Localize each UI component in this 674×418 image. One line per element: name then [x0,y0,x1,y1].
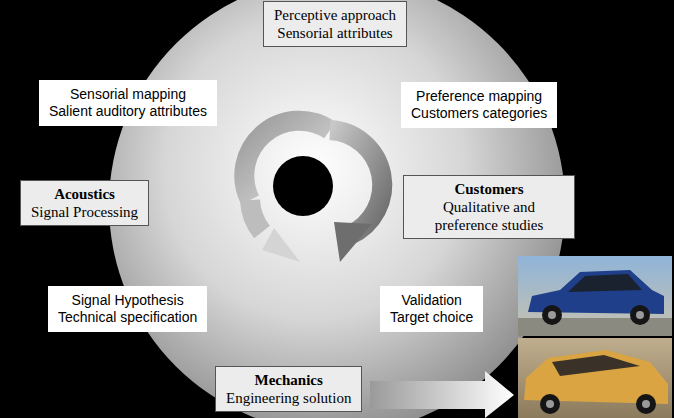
output-arrow [370,371,514,418]
signal-box: Signal HypothesisTechnical specification [48,286,207,332]
preference-box: Preference mappingCustomers categories [401,82,557,128]
acoustics-box: AcousticsSignal Processing [20,180,149,226]
customers-box: CustomersQualitative and preference stud… [403,175,575,239]
box-heading: Perceptive approach [274,6,396,24]
box-heading: Sensorial mapping [49,86,207,103]
box-text: Technical specification [58,309,197,326]
validation-box: ValidationTarget choice [380,286,483,332]
cycle-arrow [244,121,382,262]
perceptive-box: Perceptive approachSensorial attributes [263,1,407,47]
car-photo-yellow [518,338,672,418]
car-photo-blue [518,256,672,336]
box-text: Sensorial attributes [274,24,396,42]
box-heading: Preference mapping [411,88,547,105]
box-heading: Acoustics [31,185,138,203]
grey-disc [109,0,565,418]
box-text: Salient auditory attributes [49,103,207,120]
box-heading: Mechanics [226,371,351,389]
box-text: Target choice [390,309,473,326]
box-heading: Customers [414,180,564,198]
box-heading: Validation [390,292,473,309]
box-text: Signal Processing [31,203,138,221]
box-text: Qualitative and preference studies [414,198,564,234]
box-heading: Signal Hypothesis [58,292,197,309]
box-text: Engineering solution [226,389,351,407]
mechanics-box: MechanicsEngineering solution [215,366,362,412]
box-text: Customers categories [411,105,547,122]
sensorial-box: Sensorial mappingSalient auditory attrib… [39,80,217,126]
